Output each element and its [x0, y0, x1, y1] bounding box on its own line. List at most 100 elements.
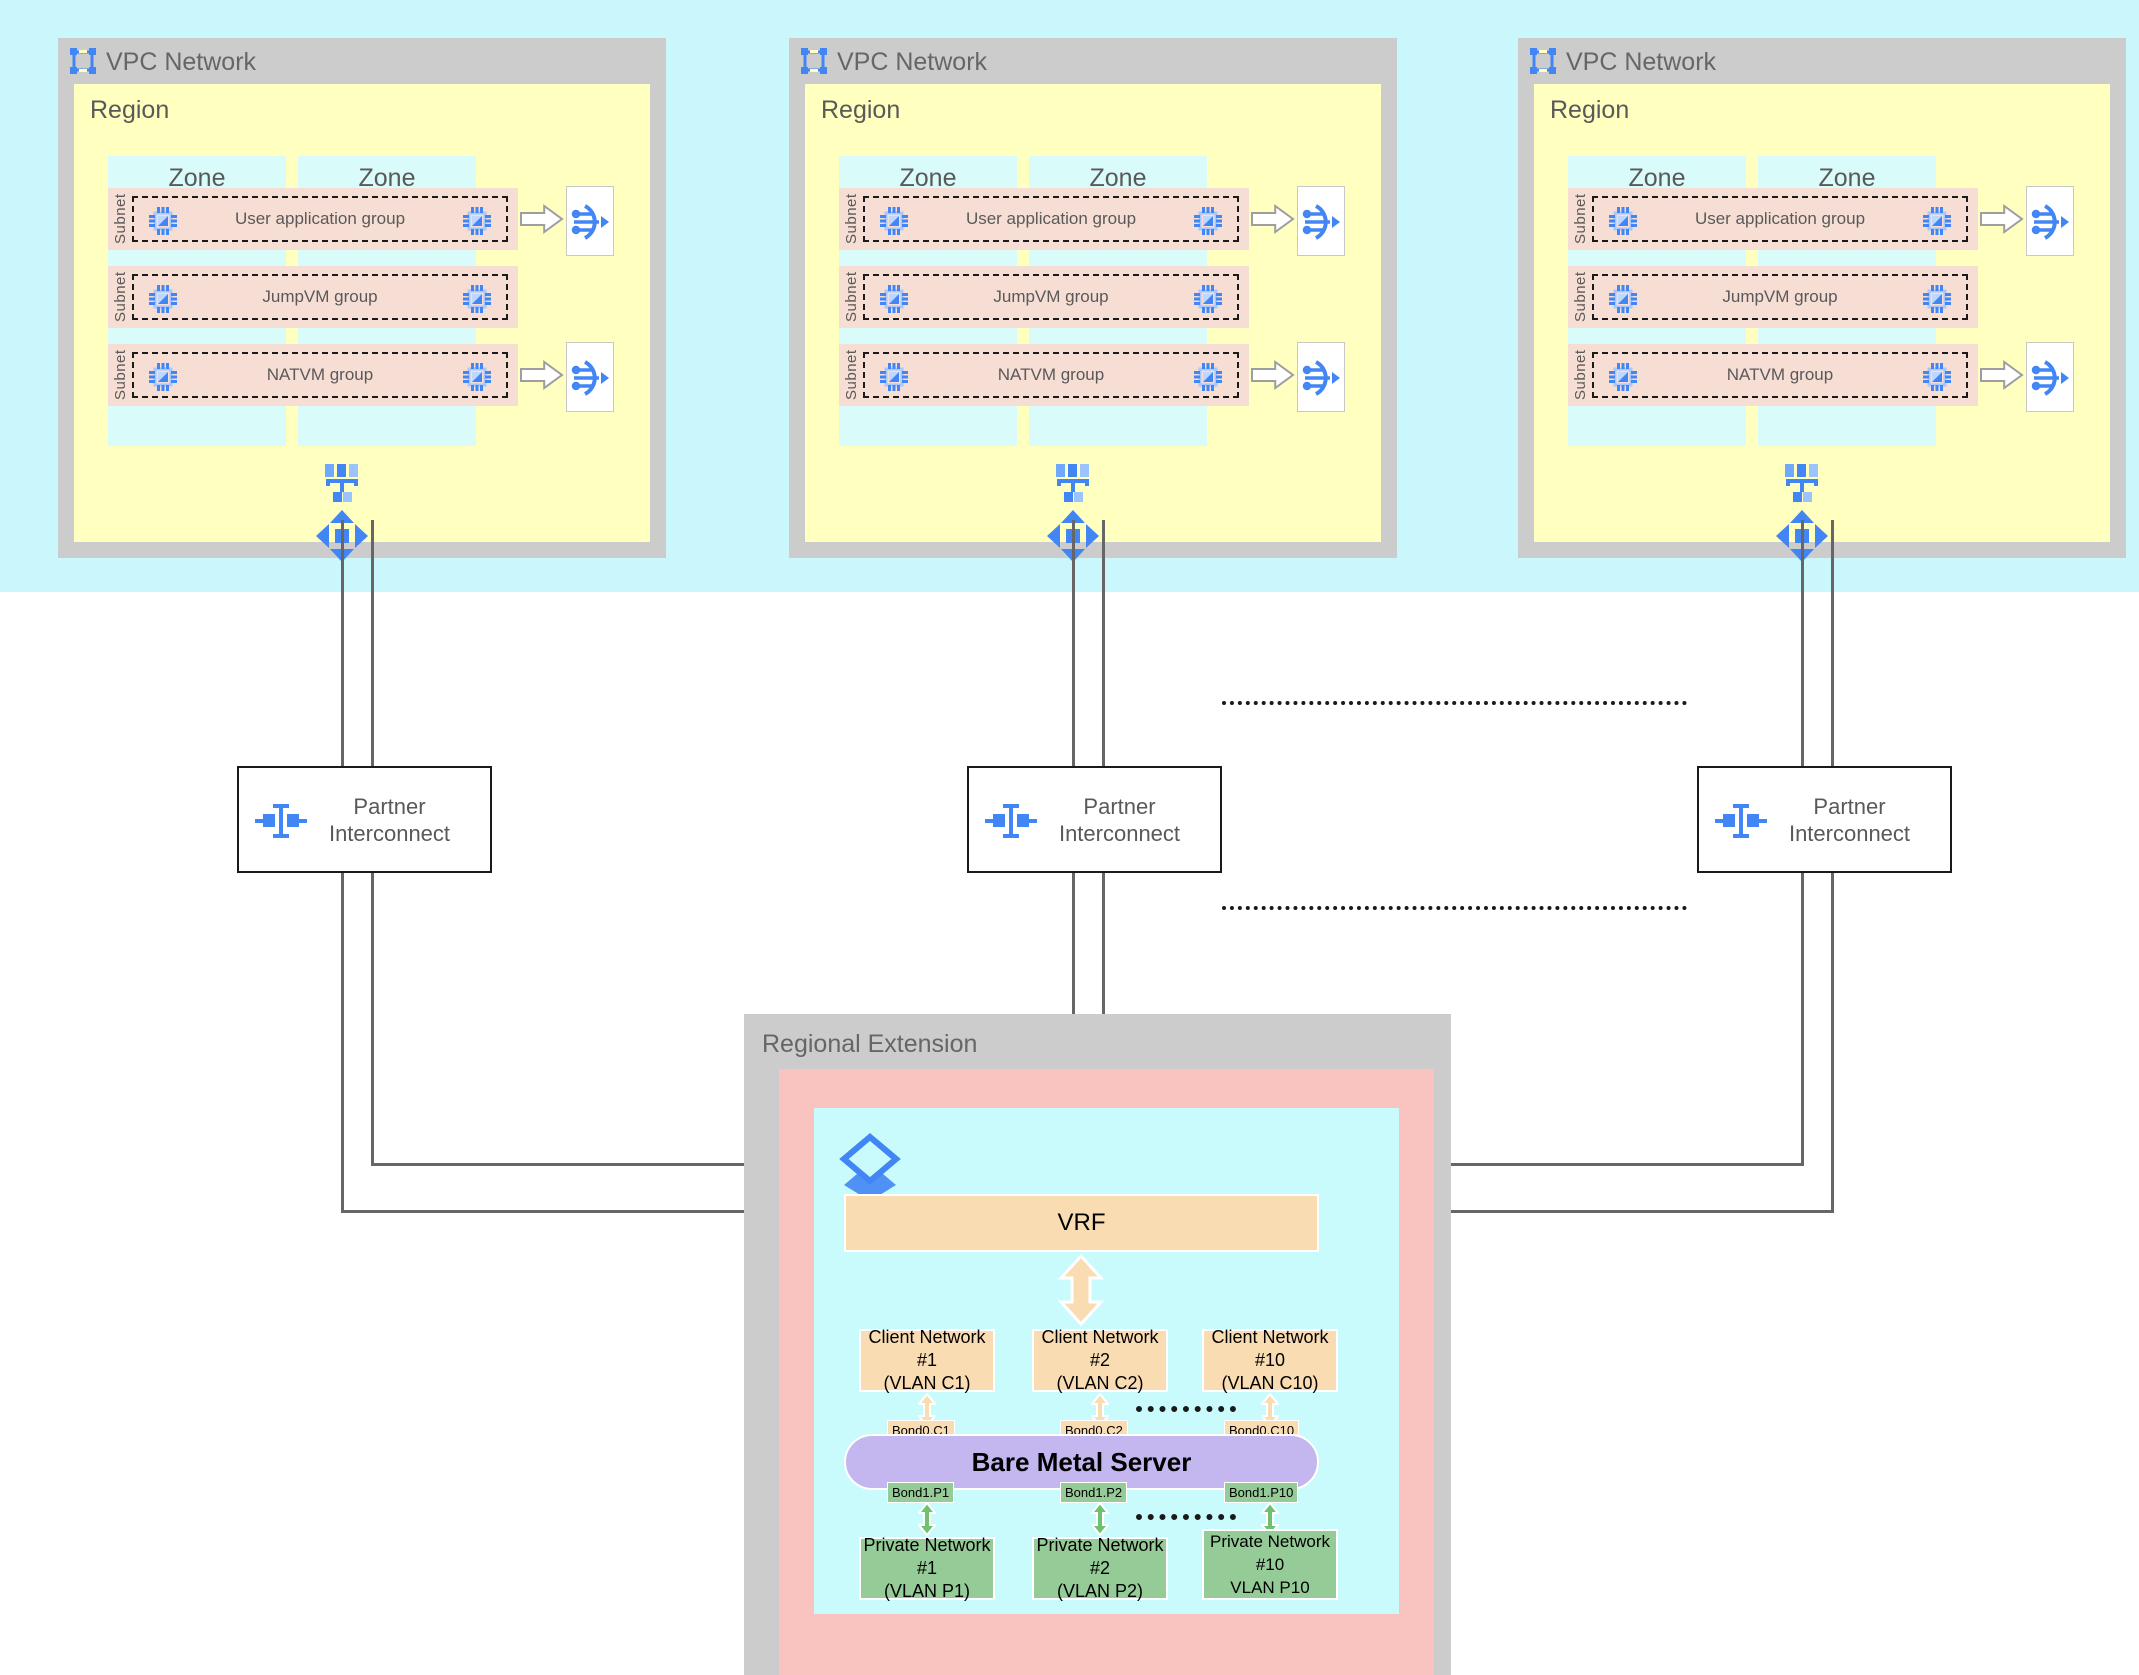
vrf-label: VRF: [1057, 1209, 1106, 1236]
subnet-label: Subnet: [843, 271, 860, 323]
cloud-nat-gateway-1[interactable]: [2026, 186, 2074, 256]
subnet-label: Subnet: [843, 349, 860, 401]
zone-title: Zone: [1818, 164, 1876, 192]
compute-chip-icon: [462, 206, 492, 236]
client-network-name: Client Network #10: [1211, 1327, 1329, 1370]
instance-group-label: NATVM group: [1726, 365, 1834, 384]
private-network-box-2[interactable]: Private Network #2 (VLAN P2): [1032, 1535, 1168, 1601]
network-connectivity-icon: [1053, 462, 1093, 506]
bond-label-p10: Bond1.P10: [1224, 1482, 1299, 1503]
client-network-box-10[interactable]: Client Network #10 (VLAN C10): [1202, 1327, 1338, 1393]
subnet-label: Subnet: [1572, 193, 1589, 245]
partner-interconnect-label-line1: Partner: [1813, 793, 1886, 819]
compute-chip-icon: [1193, 284, 1223, 314]
instance-group-1[interactable]: User application group: [863, 196, 1239, 242]
private-network-name: Private Network #1: [863, 1535, 991, 1578]
private-network-name: Private Network #10: [1210, 1532, 1330, 1574]
ellipsis-dotted-line-top: [1222, 701, 1687, 705]
private-network-vlan: (VLAN P1): [883, 1581, 971, 1601]
vpc-network-icon: [1530, 48, 1556, 74]
vpc-network-title: VPC Network: [837, 48, 988, 76]
subnet-label: Subnet: [112, 271, 129, 323]
partner-interconnect-box-3[interactable]: Partner Interconnect: [1697, 766, 1952, 873]
connector-pi1-right-b: [371, 1163, 855, 1166]
instance-group-2[interactable]: JumpVM group: [863, 274, 1239, 320]
compute-chip-icon: [1193, 362, 1223, 392]
vpc-network-title: VPC Network: [1566, 48, 1717, 76]
cloud-nat-gateway-3[interactable]: [1297, 342, 1345, 412]
private-bond-arrow-1: [916, 1501, 938, 1537]
instance-group-1[interactable]: User application group: [132, 196, 508, 242]
cloud-nat-gateway-3[interactable]: [2026, 342, 2074, 412]
subnet-label: Subnet: [112, 349, 129, 401]
bond-label-p2: Bond1.P2: [1060, 1482, 1128, 1503]
instance-group-label: User application group: [1694, 209, 1866, 228]
region-title: Region: [90, 96, 170, 124]
private-network-vlan: VLAN P10: [1230, 1578, 1310, 1597]
partner-interconnect-icon: [983, 798, 1039, 844]
connector-pi1-right-a: [341, 1210, 855, 1213]
vpc-network-icon: [801, 48, 827, 74]
zone-title: Zone: [358, 164, 416, 192]
private-network-box-1[interactable]: Private Network #1 (VLAN P1): [859, 1535, 995, 1601]
subnet-label: Subnet: [112, 193, 129, 245]
instance-group-3[interactable]: NATVM group: [863, 352, 1239, 398]
cloud-nat-gateway-1[interactable]: [566, 186, 614, 256]
instance-group-2[interactable]: JumpVM group: [132, 274, 508, 320]
client-network-vlan: (VLAN C1): [883, 1373, 971, 1393]
client-network-box-1[interactable]: Client Network #1 (VLAN C1): [859, 1327, 995, 1393]
nat-flow-arrow-1: [1980, 204, 2024, 234]
private-network-box-10[interactable]: Private Network #10 VLAN P10: [1202, 1529, 1338, 1600]
instance-group-3[interactable]: NATVM group: [1592, 352, 1968, 398]
zone-title: Zone: [1089, 164, 1147, 192]
compute-chip-icon: [1608, 206, 1638, 236]
instance-group-1[interactable]: User application group: [1592, 196, 1968, 242]
connector-pi3-down-b: [1831, 872, 1834, 1212]
bare-metal-server-box[interactable]: Bare Metal Server: [844, 1434, 1319, 1490]
nat-flow-arrow-1: [520, 204, 564, 234]
compute-chip-icon: [879, 206, 909, 236]
instance-group-2[interactable]: JumpVM group: [1592, 274, 1968, 320]
partner-interconnect-box-2[interactable]: Partner Interconnect: [967, 766, 1222, 873]
connector-vpc3-b: [1831, 520, 1834, 766]
zone-title: Zone: [1628, 164, 1686, 192]
partner-interconnect-icon: [253, 798, 309, 844]
nat-flow-arrow-3: [1980, 360, 2024, 390]
cloud-nat-gateway-icon: [2031, 200, 2071, 249]
partner-interconnect-box-1[interactable]: Partner Interconnect: [237, 766, 492, 873]
cloud-nat-gateway-icon: [2031, 356, 2071, 405]
connector-vpc1-b: [371, 520, 374, 766]
connector-vpc2-b: [1102, 520, 1105, 766]
cloud-nat-gateway-icon: [571, 200, 611, 249]
connector-vpc1-a: [341, 520, 344, 766]
cloud-nat-gateway-1[interactable]: [1297, 186, 1345, 256]
cloud-nat-gateway-3[interactable]: [566, 342, 614, 412]
vrf-box[interactable]: VRF: [844, 1194, 1319, 1252]
partner-interconnect-label-line1: Partner: [353, 793, 426, 819]
compute-chip-icon: [879, 284, 909, 314]
instance-group-3[interactable]: NATVM group: [132, 352, 508, 398]
cloud-nat-gateway-icon: [1302, 356, 1342, 405]
connector-vpc3-a: [1801, 520, 1804, 766]
vpc-network-title: VPC Network: [106, 48, 257, 76]
compute-chip-icon: [1608, 362, 1638, 392]
subnet-label: Subnet: [1572, 271, 1589, 323]
cloud-nat-gateway-icon: [571, 356, 611, 405]
client-network-box-2[interactable]: Client Network #2 (VLAN C2): [1032, 1327, 1168, 1393]
private-network-vlan: (VLAN P2): [1056, 1581, 1144, 1601]
instance-group-label: User application group: [965, 209, 1137, 228]
nat-flow-arrow-3: [1251, 360, 1295, 390]
network-connectivity-icon: [322, 462, 362, 506]
compute-chip-icon: [1922, 362, 1952, 392]
region-title: Region: [1550, 96, 1630, 124]
partner-interconnect-label-line1: Partner: [1083, 793, 1156, 819]
cloud-nat-gateway-icon: [1302, 200, 1342, 249]
instance-group-label: NATVM group: [266, 365, 374, 384]
compute-chip-icon: [148, 206, 178, 236]
